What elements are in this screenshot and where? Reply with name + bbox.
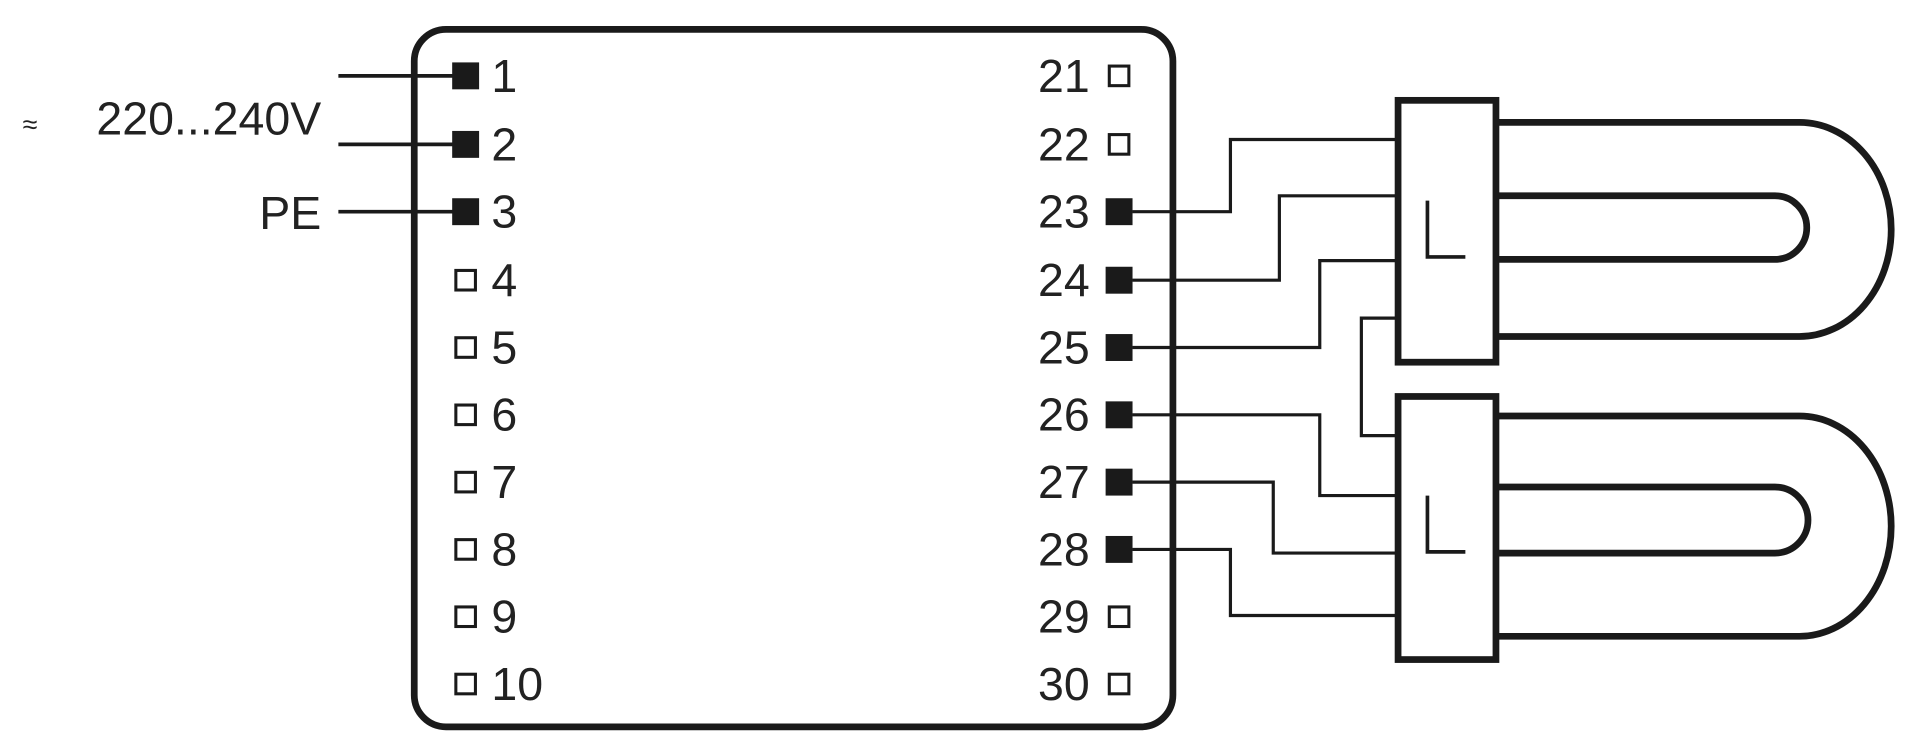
- right-terminals: 21 22 23 24 25 26 27 28 29 30: [1038, 50, 1133, 710]
- terminal-30: 30: [1038, 658, 1131, 710]
- terminal-7: 7: [454, 456, 517, 508]
- terminal-label: 28: [1038, 523, 1090, 575]
- terminal-filled-icon: [1105, 468, 1133, 496]
- terminal-empty-icon: [1107, 672, 1131, 696]
- terminal-28: 28: [1038, 523, 1133, 575]
- terminal-23: 23: [1038, 186, 1133, 238]
- left-terminals: 1 2 3 4 5 6 7 8 9 10: [452, 50, 543, 710]
- terminal-label: 21: [1038, 50, 1090, 102]
- lamp-bridge-wire: [1359, 316, 1396, 438]
- terminal-empty-icon: [1107, 605, 1131, 629]
- terminal-empty-icon: [454, 403, 477, 427]
- lamp-2-inner-tube: [1495, 483, 1812, 557]
- terminal-1: 1: [452, 50, 517, 102]
- terminal-filled-icon: [1105, 401, 1133, 429]
- terminal-25: 25: [1038, 321, 1133, 373]
- terminal-label: 5: [491, 321, 517, 373]
- terminal-9: 9: [454, 591, 517, 643]
- terminal-label: 1: [491, 50, 517, 102]
- earth-label: PE: [259, 187, 321, 239]
- terminal-empty-icon: [1107, 133, 1131, 156]
- lamp-2-base: [1394, 393, 1500, 663]
- lamp-1-symbol-glyph: [1425, 200, 1466, 259]
- supply-wires: [338, 74, 466, 214]
- terminal-21: 21: [1038, 50, 1131, 102]
- ballast-body: [410, 26, 1177, 731]
- terminal-filled-icon: [1105, 334, 1133, 361]
- terminal-4: 4: [454, 254, 517, 306]
- lamp-wires: [1132, 137, 1396, 618]
- supply-voltage-label: 220...240V: [96, 93, 321, 145]
- terminal-label: 4: [491, 254, 517, 306]
- terminal-filled-icon: [1105, 266, 1133, 294]
- ac-symbol: ≈: [23, 109, 38, 139]
- terminal-filled-icon: [452, 198, 480, 226]
- terminal-6: 6: [454, 389, 517, 441]
- terminal-label: 25: [1038, 321, 1090, 373]
- terminal-label: 10: [491, 658, 543, 710]
- terminal-label: 26: [1038, 389, 1090, 441]
- terminal-label: 7: [491, 456, 517, 508]
- terminal-filled-icon: [1105, 535, 1133, 563]
- terminal-5: 5: [454, 321, 517, 373]
- lamp-1-inner-tube: [1495, 192, 1811, 263]
- terminal-empty-icon: [454, 672, 477, 696]
- terminal-filled-icon: [452, 62, 480, 90]
- terminal-empty-icon: [454, 538, 477, 561]
- terminal-empty-icon: [1107, 64, 1131, 88]
- terminal-empty-icon: [454, 605, 477, 629]
- wire-24: [1132, 194, 1396, 282]
- terminal-label: 3: [491, 186, 517, 238]
- wire-25: [1132, 259, 1396, 350]
- terminal-label: 2: [491, 118, 517, 170]
- terminal-29: 29: [1038, 591, 1131, 643]
- terminal-label: 22: [1038, 118, 1090, 170]
- lamp-2: [1394, 393, 1895, 663]
- terminal-22: 22: [1038, 118, 1131, 170]
- terminal-empty-icon: [454, 336, 477, 359]
- terminal-3: 3: [452, 186, 517, 238]
- terminal-8: 8: [454, 523, 517, 575]
- terminal-empty-icon: [454, 470, 477, 494]
- terminal-filled-icon: [452, 130, 480, 158]
- terminal-label: 8: [491, 523, 517, 575]
- wire-23: [1132, 137, 1396, 214]
- terminal-2: 2: [452, 118, 517, 170]
- terminal-26: 26: [1038, 389, 1133, 441]
- terminal-filled-icon: [1105, 198, 1133, 226]
- terminal-empty-icon: [454, 268, 477, 292]
- wire-27: [1132, 480, 1396, 555]
- terminal-label: 30: [1038, 658, 1090, 710]
- terminal-label: 6: [491, 389, 517, 441]
- terminal-label: 27: [1038, 456, 1090, 508]
- terminal-label: 23: [1038, 186, 1090, 238]
- terminal-27: 27: [1038, 456, 1133, 508]
- terminal-label: 24: [1038, 254, 1090, 306]
- wire-28: [1132, 547, 1396, 618]
- terminal-label: 9: [491, 591, 517, 643]
- lamp-1-base: [1394, 96, 1500, 366]
- terminal-10: 10: [454, 658, 543, 710]
- lamp-2-outer-tube: [1495, 412, 1895, 640]
- lamp-1: [1394, 96, 1895, 366]
- lamp-1-outer-tube: [1495, 119, 1895, 340]
- wire-26: [1132, 413, 1396, 498]
- terminal-24: 24: [1038, 254, 1133, 306]
- lamp-2-symbol-glyph: [1425, 495, 1466, 554]
- terminal-label: 29: [1038, 591, 1090, 643]
